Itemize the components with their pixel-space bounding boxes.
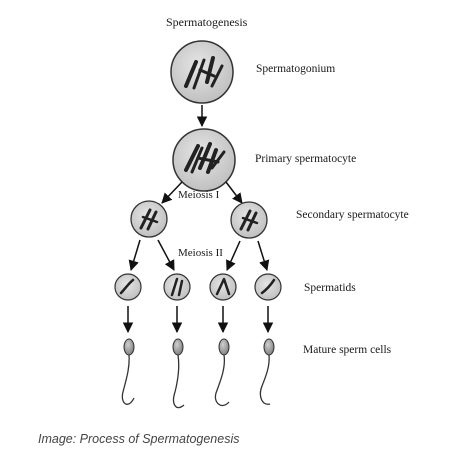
sperm-cell-4 — [259, 338, 275, 405]
arrow-to-secondary-left — [161, 181, 183, 204]
arrow-to-spermatid-1 — [128, 239, 141, 272]
primary-chromosomes — [184, 142, 226, 174]
arrow-to-spermatid-4 — [257, 240, 270, 272]
spermatid-4 — [254, 273, 282, 301]
sperm-cell-2 — [172, 338, 185, 409]
sperm-cell-1 — [121, 338, 135, 405]
label-meiosis-1: Meiosis I — [178, 189, 220, 201]
spermatogonium-chromosomes — [184, 56, 224, 90]
spermatid-2 — [163, 273, 191, 301]
spermatid-1 — [114, 273, 142, 301]
secondary-spermatocyte-right — [230, 201, 268, 239]
diagram-title: Spermatogenesis — [166, 15, 248, 29]
spermatid-3 — [209, 273, 237, 301]
label-meiosis-2: Meiosis II — [178, 247, 223, 259]
arrow-to-spermatid-2 — [157, 239, 175, 271]
arrow-to-secondary-right — [225, 181, 243, 204]
spermatogonium-cell — [170, 40, 234, 104]
label-spermatids: Spermatids — [304, 282, 356, 294]
arrow-to-spermatid-3 — [226, 240, 241, 271]
label-primary-spermatocyte: Primary spermatocyte — [255, 153, 357, 165]
sperm-cell-3 — [214, 338, 230, 407]
label-spermatogonium: Spermatogonium — [256, 63, 336, 75]
primary-spermatocyte-cell — [172, 128, 236, 192]
label-mature-sperm-cells: Mature sperm cells — [303, 344, 392, 356]
label-secondary-spermatocyte: Secondary spermatocyte — [296, 209, 409, 221]
image-caption: Image: Process of Spermatogenesis — [38, 432, 240, 446]
secondary-right-chromosomes — [239, 209, 259, 232]
secondary-left-chromosomes — [139, 208, 159, 231]
secondary-spermatocyte-left — [130, 200, 168, 238]
